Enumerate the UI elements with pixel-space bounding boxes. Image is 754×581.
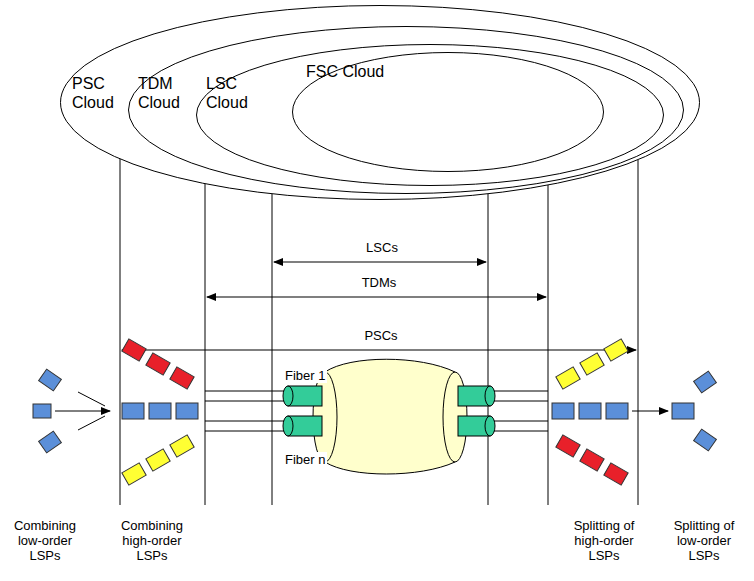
span-label: PSCs (362, 328, 399, 343)
span-label: LSCs (364, 240, 400, 255)
lsp-packets (33, 339, 716, 485)
cloud-ellipse (196, 44, 664, 186)
fiber-bundle (313, 359, 467, 474)
psc-cloud: PSC Cloud TDM Cloud LSC Cloud FSC Cloud (60, 5, 700, 200)
lsc-cloud: LSC Cloud FSC Cloud (196, 44, 664, 186)
span-arrows (122, 262, 636, 350)
tdm-cloud: TDM Cloud LSC Cloud FSC Cloud (128, 26, 684, 194)
fsc-cloud: FSC Cloud (292, 52, 604, 172)
cloud-label: LSC Cloud (206, 74, 248, 112)
fiber-ends (283, 386, 495, 436)
cloud-label: FSC Cloud (306, 62, 384, 81)
fiber-label: Fiber n (283, 452, 327, 467)
stage-label: Combining high-order LSPs (111, 518, 193, 563)
stage-label: Splitting of low-order LSPs (663, 518, 745, 563)
span-label: TDMs (360, 275, 399, 290)
boundary-lines (120, 159, 638, 505)
stage-label: Combining low-order LSPs (4, 518, 86, 563)
cloud-label: TDM Cloud (138, 74, 180, 112)
cloud-label: PSC Cloud (72, 74, 114, 112)
stage-label: Splitting of high-order LSPs (561, 518, 647, 563)
fiber-label: Fiber 1 (283, 368, 327, 383)
